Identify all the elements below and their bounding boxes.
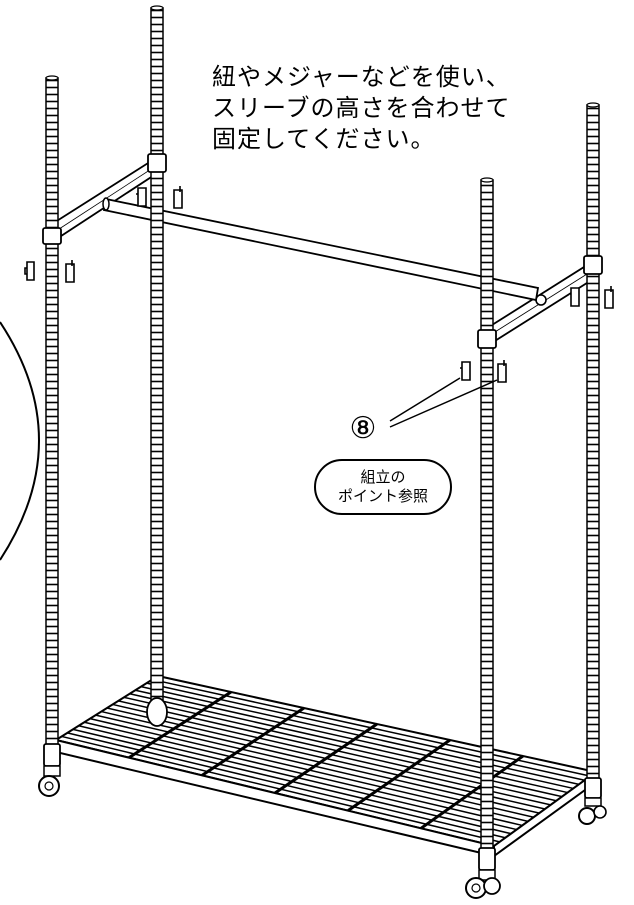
- leader-line-1: [389, 377, 461, 422]
- shelf-cross-bar: [420, 754, 524, 830]
- caster-front-right: [465, 869, 501, 899]
- shelf-cross-bar: [128, 690, 232, 759]
- rail-collar-rear-left: [147, 153, 167, 173]
- leader-line-2: [389, 379, 498, 428]
- sleeve-clips-front-left: [24, 260, 75, 283]
- instruction-line-2: スリーブの高さを合わせて: [212, 94, 511, 122]
- shelf-collar-rear-right: [584, 777, 602, 799]
- assembly-instruction: 紐やメジャーなどを使い、 スリーブの高さを合わせて 固定してください。: [212, 62, 572, 155]
- rear-left-pole: [150, 5, 164, 709]
- instruction-line-1: 紐やメジャーなどを使い、: [212, 63, 511, 91]
- shelf-cross-bar: [347, 738, 451, 812]
- caster-rear-right: [578, 797, 607, 825]
- assembly-point-badge: 組立の ポイント参照: [314, 459, 452, 515]
- badge-line-1: 組立の: [360, 468, 406, 486]
- shelf-collar-front-left: [43, 743, 61, 767]
- shelf-cross-bar: [274, 722, 378, 795]
- detail-circle-arc: [0, 321, 40, 561]
- instruction-line-3: 固定してください。: [212, 125, 436, 153]
- shelf-collar-front-right: [478, 847, 496, 871]
- hanger-rod: [102, 197, 540, 302]
- sleeve-clips-front-right: [460, 360, 507, 383]
- shelf-collar-rear-left: [146, 697, 168, 727]
- shelf-cross-bar: [201, 706, 305, 777]
- sleeve-clips-rear-right: [569, 286, 614, 309]
- step-number: ⑧: [349, 411, 377, 446]
- sleeve-clips-rear-left: [136, 186, 183, 209]
- caster-front-left: [38, 765, 61, 797]
- rail-collar-rear-right: [583, 255, 603, 275]
- bolt-hole: [535, 294, 547, 306]
- right-side-rail: [482, 260, 600, 346]
- rail-collar-front-left: [42, 227, 62, 245]
- badge-line-2: ポイント参照: [337, 487, 428, 505]
- front-left-pole: [45, 75, 59, 769]
- rail-collar-front-right: [477, 329, 497, 349]
- wire-shelf: [53, 674, 599, 858]
- rear-right-pole: [586, 102, 600, 796]
- front-right-pole: [480, 177, 494, 871]
